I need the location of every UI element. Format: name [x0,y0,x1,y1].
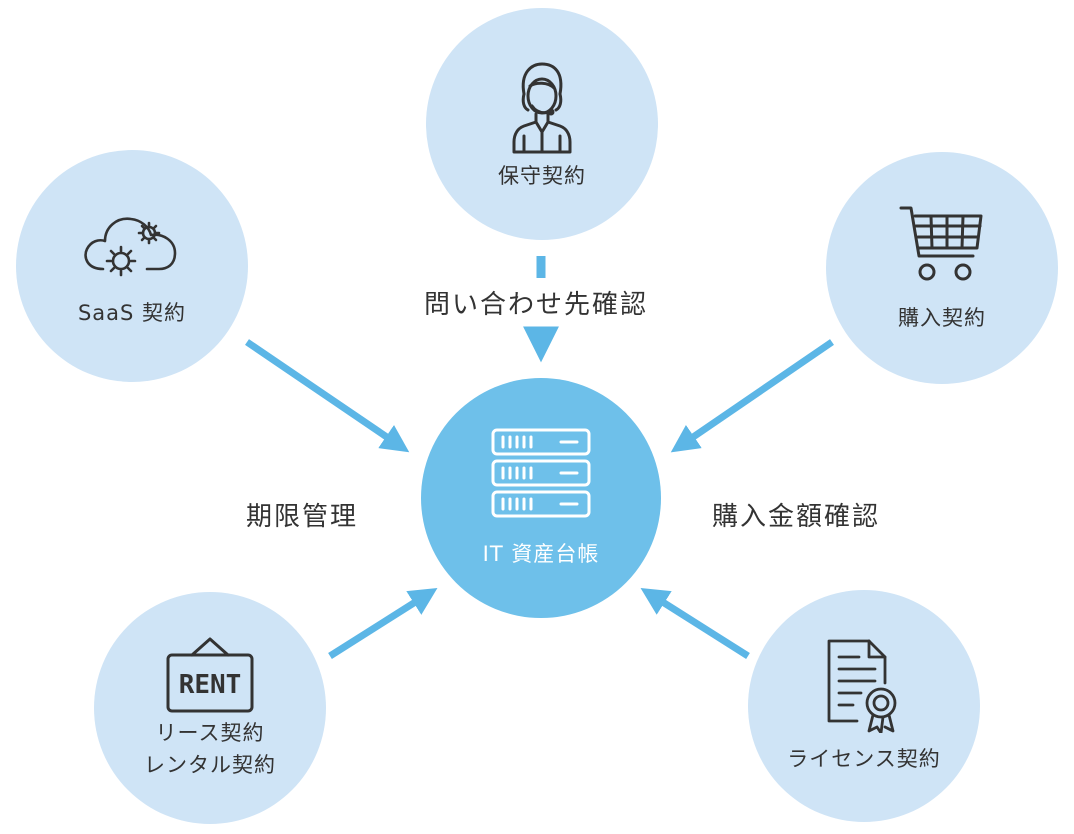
shopping-cart-icon [899,206,983,281]
node-maintenance-contract: 保守契約 [426,8,658,240]
license-contract-label: ライセンス契約 [787,747,941,771]
it-asset-ledger-label: IT 資産台帳 [482,542,600,566]
caption-contact-check: 問い合わせ先確認 [424,290,649,320]
caption-deadline-management: 期限管理 [246,502,359,532]
purchase-contract-label: 購入契約 [898,306,986,330]
node-purchase-contract: 購入契約 [826,152,1058,384]
arrow-license-to-center [640,588,750,659]
lease-rental-contract-label: リース契約 レンタル契約 [144,721,276,777]
node-lease-rental-contract: RENT リース契約 レンタル契約 [94,592,326,824]
node-it-asset-ledger: IT 資産台帳 [421,378,661,618]
node-license-contract: ライセンス契約 [748,590,980,822]
maintenance-contract-label: 保守契約 [498,164,586,188]
saas-contract-label: SaaS 契約 [77,301,187,325]
cloud-gears-icon [84,217,177,277]
arrow-purchase-to-center [670,339,834,453]
server-stack-icon [491,428,591,518]
node-saas-contract: SaaS 契約 [16,150,248,382]
rent-sign-text: RENT [179,670,242,700]
rent-sign-icon: RENT [166,637,254,713]
arrow-saas-to-center [245,339,410,453]
caption-purchase-amount-check: 購入金額確認 [712,502,881,532]
arrow-rent-to-center [328,588,438,659]
support-operator-icon [512,62,572,154]
certificate-document-icon [827,639,897,733]
